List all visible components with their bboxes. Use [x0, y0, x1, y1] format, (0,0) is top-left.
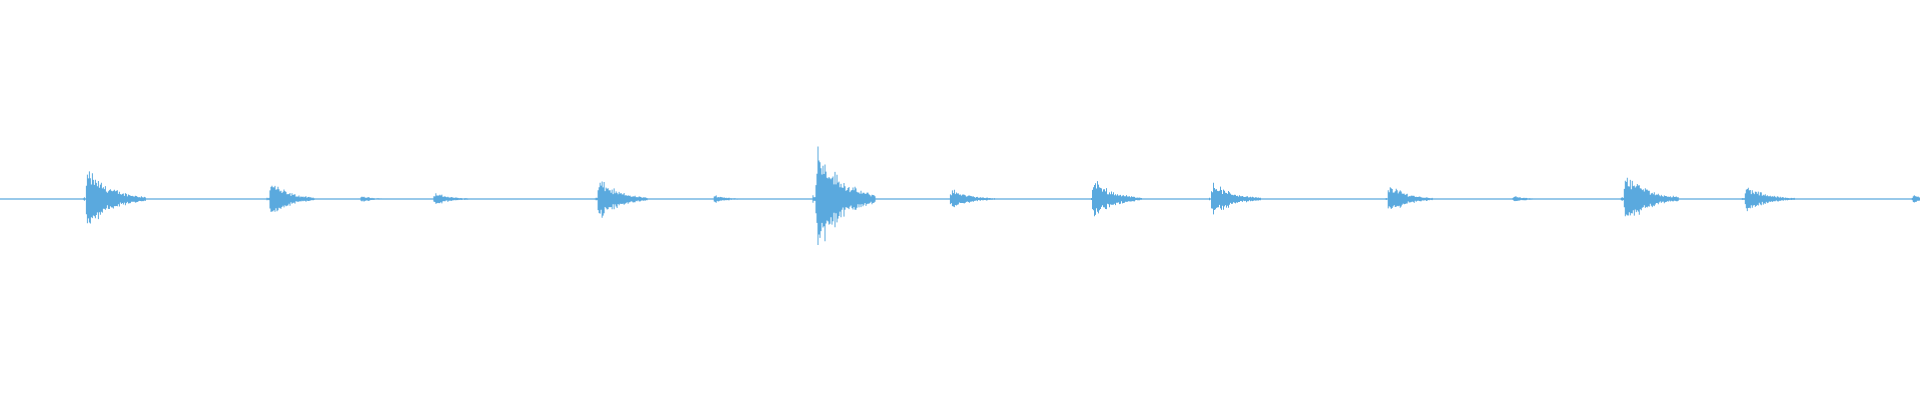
waveform-transient — [1620, 177, 1679, 217]
waveform-transient — [594, 181, 648, 218]
waveform-transient-path — [266, 185, 315, 212]
waveform-transient — [710, 195, 744, 203]
waveform-transient — [812, 146, 876, 245]
waveform-transient — [266, 185, 315, 212]
waveform-transient-path — [1910, 195, 1920, 203]
waveform-transient-path — [594, 181, 648, 218]
waveform-transient — [1089, 181, 1142, 217]
waveform-transient-path — [1509, 196, 1543, 202]
waveform-transient-path — [710, 195, 744, 203]
waveform-transients — [82, 146, 1920, 245]
waveform-transient — [1384, 187, 1433, 209]
waveform-transient-path — [430, 193, 474, 204]
waveform-transient-path — [1620, 177, 1679, 217]
waveform-transient — [82, 171, 146, 224]
waveform-transient-path — [357, 196, 391, 202]
waveform-transient — [946, 189, 995, 208]
waveform-transient-path — [946, 189, 995, 208]
waveform-transient-path — [1208, 182, 1261, 215]
waveform-transient-path — [1741, 187, 1795, 212]
waveform-transient-path — [1089, 181, 1142, 217]
waveform-transient — [1509, 196, 1543, 202]
waveform-transient-path — [82, 171, 146, 224]
waveform-transient — [1910, 195, 1920, 203]
waveform-transient — [357, 196, 391, 202]
waveform-transient-path — [812, 146, 876, 245]
waveform-transient-path — [1384, 187, 1433, 209]
waveform-transient — [1208, 182, 1261, 215]
waveform-transient — [430, 193, 474, 204]
waveform-transient — [1741, 187, 1795, 212]
